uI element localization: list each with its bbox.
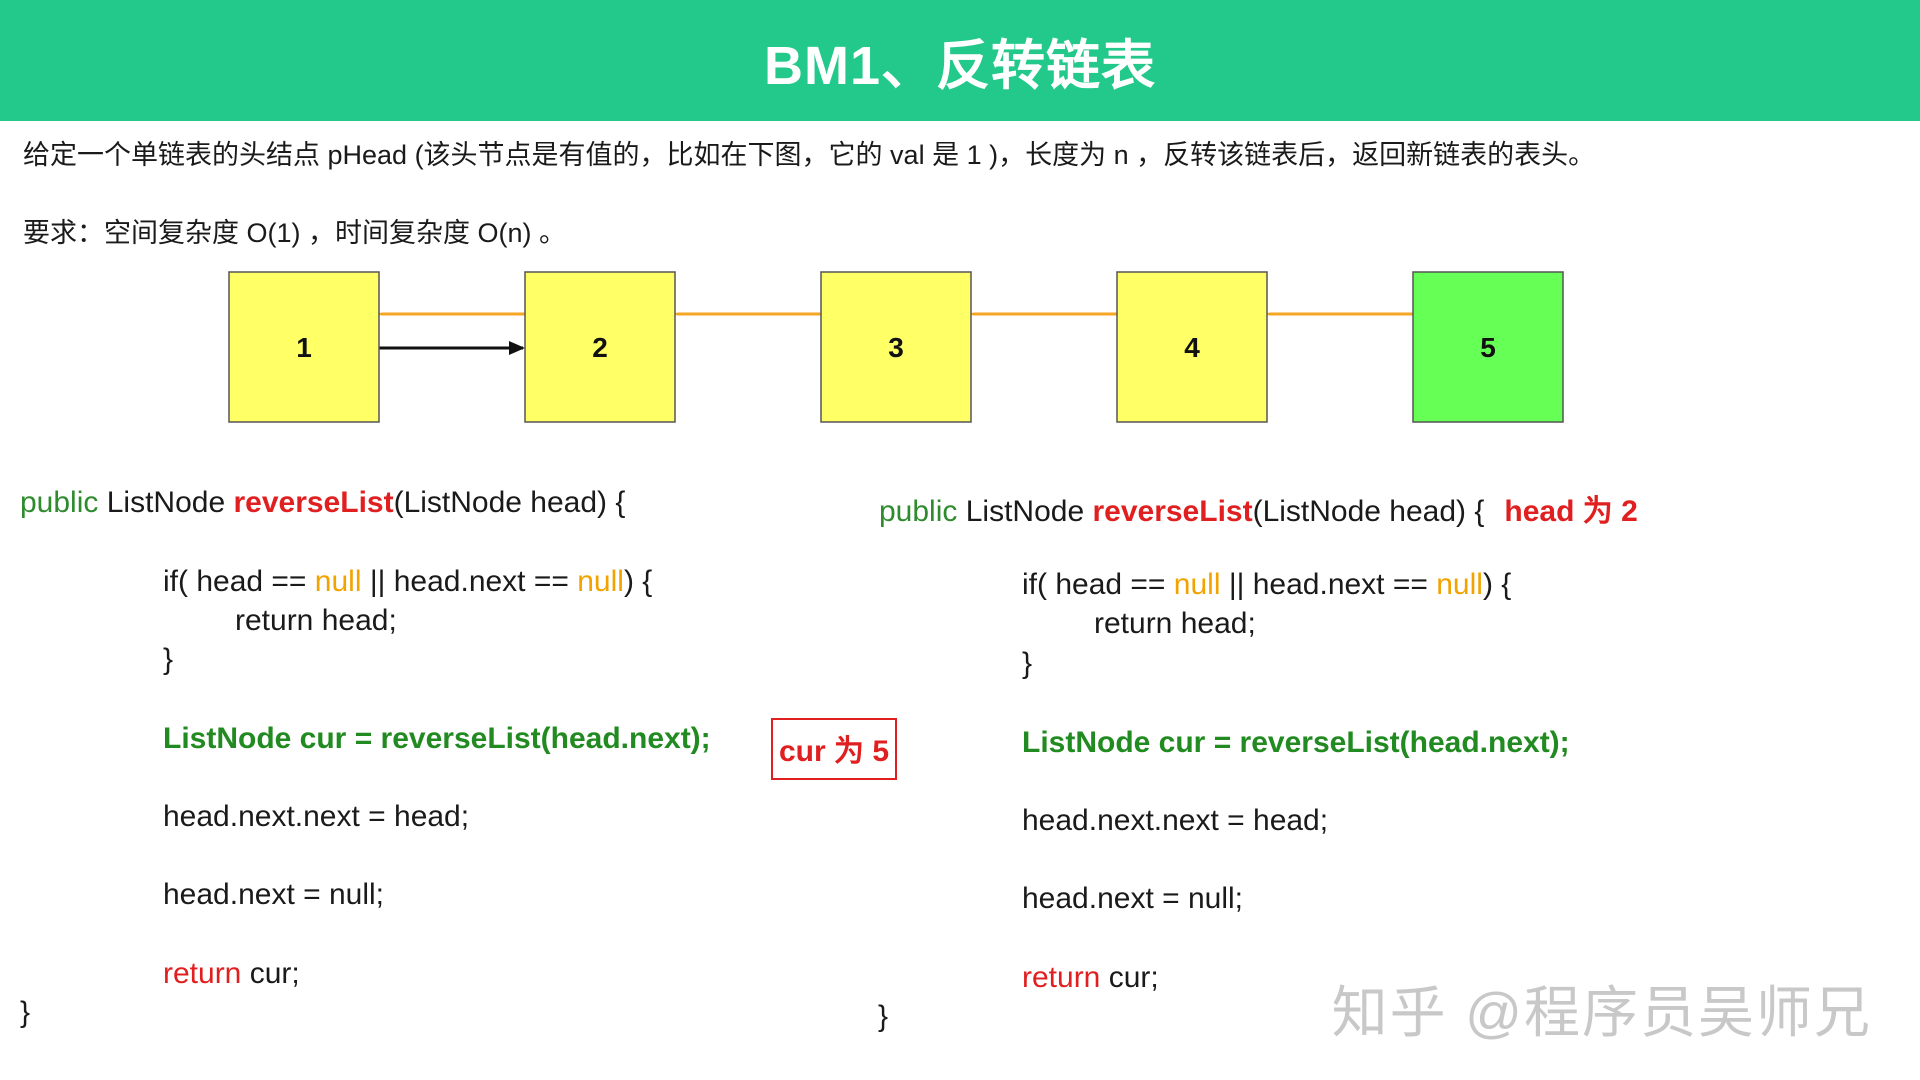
null-keyword: null [1436, 568, 1483, 601]
node-box [524, 271, 676, 423]
if-part-a: if( head == [1022, 568, 1174, 601]
return-type: ListNode [98, 486, 234, 519]
null-keyword: null [1173, 568, 1221, 601]
left-close-function: } [20, 996, 31, 1029]
left-assign-next-null: head.next = null; [163, 878, 385, 911]
complexity-requirement: 要求：空间复杂度 O(1) ，时间复杂度 O(n) 。 [23, 218, 567, 248]
list-node-1: 1 [228, 271, 380, 423]
left-return-head: return head; [235, 604, 397, 637]
node-label: 2 [592, 332, 608, 363]
public-keyword: public [879, 495, 958, 528]
null-keyword: null [577, 565, 624, 598]
if-part-c: ) { [623, 565, 653, 598]
params: (ListNode head) { [393, 486, 626, 519]
list-node-5: 5 [1412, 271, 1564, 423]
null-keyword: null [314, 565, 362, 598]
node-label: 1 [296, 332, 312, 363]
right-assign-next-next: head.next.next = head; [1022, 804, 1329, 837]
params: (ListNode head) { [1252, 495, 1485, 528]
return-keyword: return [1022, 961, 1101, 994]
method-name: reverseList [233, 486, 394, 519]
left-close-if: } [163, 643, 174, 676]
node-label: 5 [1480, 332, 1496, 363]
problem-description: 给定一个单链表的头结点 pHead (该头节点是有值的，比如在下图，它的 val… [23, 140, 1596, 170]
node-label: 4 [1184, 332, 1200, 363]
if-part-c: ) { [1482, 568, 1512, 601]
right-return-cur: return cur; [1022, 961, 1159, 995]
left-recursive-call: ListNode cur = reverseList(head.next); [163, 722, 711, 755]
title-banner: BM1、反转链表 [0, 0, 1920, 121]
right-return-head: return head; [1094, 607, 1256, 640]
right-recursive-call: ListNode cur = reverseList(head.next); [1022, 726, 1570, 759]
if-part-b: || head.next == [1220, 568, 1437, 601]
right-close-function: } [878, 1000, 889, 1033]
return-keyword: return [163, 957, 242, 990]
right-assign-next-null: head.next = null; [1022, 882, 1244, 915]
left-return-cur: return cur; [163, 957, 300, 991]
left-assign-next-next: head.next.next = head; [163, 800, 470, 833]
if-part-a: if( head == [163, 565, 315, 598]
list-node-4: 4 [1116, 271, 1268, 423]
left-function-signature: public ListNode reverseList(ListNode hea… [20, 486, 625, 520]
head-annotation: head 为 2 [1504, 495, 1638, 528]
if-part-b: || head.next == [361, 565, 578, 598]
node-box [1412, 271, 1564, 423]
public-keyword: public [20, 486, 99, 519]
page-title: BM1、反转链表 [763, 36, 1156, 96]
zhihu-watermark: 知乎 @程序员吴师兄 [1331, 981, 1872, 1044]
node-box [228, 271, 380, 423]
node-box [1116, 271, 1268, 423]
left-if-statement: if( head == null || head.next == null) { [163, 565, 652, 599]
right-close-if: } [1022, 647, 1033, 680]
return-type: ListNode [957, 495, 1093, 528]
node-label: 3 [888, 332, 904, 363]
right-function-signature: public ListNode reverseList(ListNode hea… [879, 486, 1638, 530]
linked-list-diagram: 1 2 3 4 5 [228, 271, 1564, 423]
node-box [820, 271, 972, 423]
list-node-2: 2 [524, 271, 676, 423]
method-name: reverseList [1092, 495, 1253, 528]
return-value: cur; [1100, 961, 1159, 994]
cur-annotation-box: cur 为 5 [771, 718, 898, 780]
return-value: cur; [241, 957, 300, 990]
right-if-statement: if( head == null || head.next == null) { [1022, 568, 1511, 602]
list-node-3: 3 [820, 271, 972, 423]
